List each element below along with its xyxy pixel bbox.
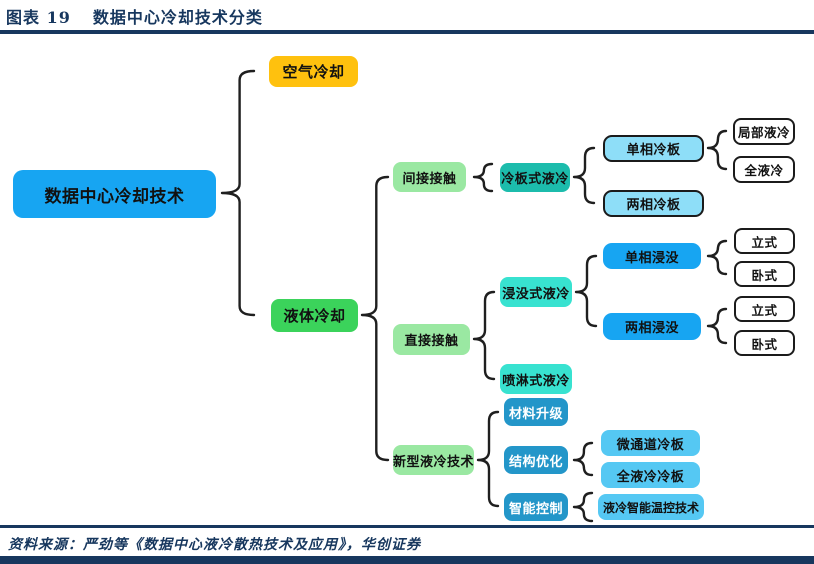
brace bbox=[360, 175, 390, 462]
node-two-phase-cold-plate: 两相冷板 bbox=[603, 190, 704, 217]
brace bbox=[572, 491, 594, 523]
brace bbox=[574, 254, 598, 328]
brace bbox=[220, 69, 256, 317]
node-two-phase-immersion: 两相浸没 bbox=[603, 313, 701, 340]
node-cold-plate-cooling: 冷板式液冷 bbox=[500, 163, 570, 192]
source-note: 资料来源：严劲等《数据中心液冷散热技术及应用》，华创证券 bbox=[8, 537, 421, 553]
footer-divider-line bbox=[0, 525, 814, 528]
node-vertical-type-1: 立式 bbox=[734, 228, 795, 254]
brace bbox=[472, 290, 496, 381]
node-liquid-cooling: 液体冷却 bbox=[271, 299, 358, 332]
node-full-liquid-cold-plate: 全液冷冷板 bbox=[601, 462, 700, 488]
node-smart-temperature-control: 液冷智能温控技术 bbox=[598, 494, 704, 520]
node-local-liquid-cooling: 局部液冷 bbox=[733, 118, 795, 145]
node-single-phase-immersion: 单相浸没 bbox=[603, 243, 701, 269]
node-novel-liquid-cooling: 新型液冷技术 bbox=[393, 445, 474, 475]
node-air-cooling: 空气冷却 bbox=[269, 56, 358, 87]
node-root-datacenter-cooling: 数据中心冷却技术 bbox=[13, 170, 216, 218]
brace bbox=[476, 410, 500, 508]
brace bbox=[472, 162, 494, 193]
figure-header: 图表 19 数据中心冷却技术分类 bbox=[0, 0, 814, 30]
node-material-upgrade: 材料升级 bbox=[504, 398, 568, 426]
bottom-bar bbox=[0, 556, 814, 564]
figure-title-text: 数据中心冷却技术分类 bbox=[92, 8, 263, 27]
node-indirect-contact: 间接接触 bbox=[393, 162, 466, 192]
node-spray-cooling: 喷淋式液冷 bbox=[500, 364, 572, 394]
brace bbox=[706, 129, 728, 171]
node-immersion-cooling: 浸没式液冷 bbox=[500, 277, 572, 307]
node-horizontal-type-1: 卧式 bbox=[734, 261, 795, 287]
brace bbox=[572, 146, 596, 205]
node-microchannel-cold-plate: 微通道冷板 bbox=[601, 430, 700, 456]
node-horizontal-type-2: 卧式 bbox=[734, 330, 795, 356]
node-structure-optimization: 结构优化 bbox=[504, 446, 568, 474]
node-smart-control: 智能控制 bbox=[504, 493, 568, 521]
node-direct-contact: 直接接触 bbox=[393, 324, 470, 355]
node-vertical-type-2: 立式 bbox=[734, 296, 795, 322]
brace bbox=[572, 441, 594, 477]
figure-title: 图表 19 数据中心冷却技术分类 bbox=[6, 4, 263, 28]
brace bbox=[706, 239, 728, 276]
node-single-phase-cold-plate: 单相冷板 bbox=[603, 135, 704, 162]
node-full-liquid-cooling: 全液冷 bbox=[733, 156, 795, 183]
figure-label: 图表 19 bbox=[6, 8, 71, 27]
header-divider-line bbox=[0, 30, 814, 34]
brace bbox=[706, 307, 728, 345]
